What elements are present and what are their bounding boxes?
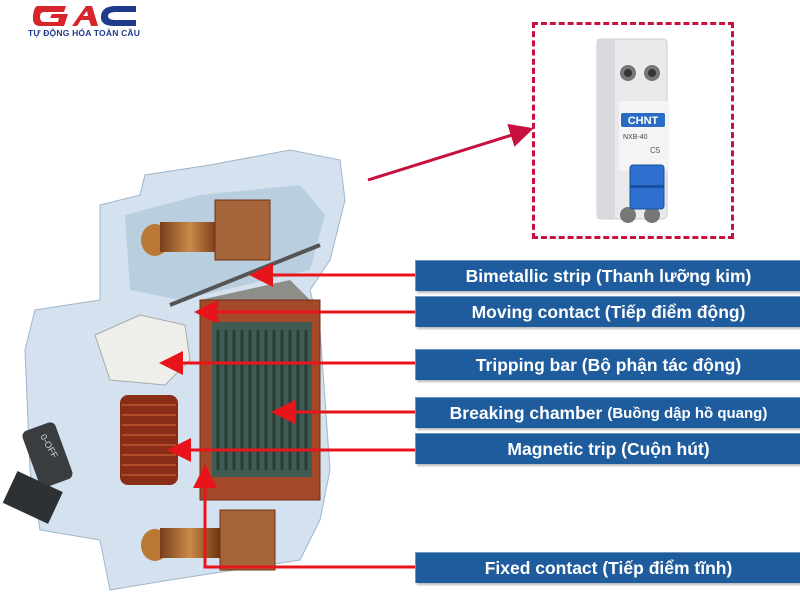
product-model: NXB-40 bbox=[623, 134, 648, 141]
pointer-to-product bbox=[367, 123, 534, 182]
top-terminal-screw bbox=[141, 199, 271, 261]
chnt-breaker-image: CHNT NXB-40 C5 bbox=[596, 38, 669, 223]
label-breaking-chamber-sub: (Buồng dập hồ quang) bbox=[607, 404, 768, 422]
breaker-body: 0-OFF bbox=[2, 149, 346, 591]
toggle-handle: 0-OFF bbox=[2, 422, 73, 524]
label-magnetic-trip: Magnetic trip (Cuộn hút) bbox=[415, 433, 800, 464]
label-breaking-chamber-main: Breaking chamber bbox=[449, 402, 603, 423]
arc-chamber-plates bbox=[216, 330, 308, 470]
bimetallic-strip bbox=[169, 243, 321, 307]
magnetic-coil bbox=[120, 395, 178, 485]
label-breaking-chamber: Breaking chamber (Buồng dập hồ quang) bbox=[415, 397, 800, 428]
gac-logo-icon bbox=[32, 6, 136, 26]
label-fixed-contact: Fixed contact (Tiếp điểm tĩnh) bbox=[415, 552, 800, 583]
bottom-terminal-screw bbox=[141, 509, 276, 571]
arrow-fixed-contact bbox=[193, 464, 415, 569]
product-rating: C5 bbox=[650, 146, 661, 155]
label-bimetallic-strip: Bimetallic strip (Thanh lưỡng kim) bbox=[415, 260, 800, 291]
logo-tagline: TỰ ĐỘNG HÓA TOÀN CẦU bbox=[28, 28, 141, 38]
label-tripping-bar: Tripping bar (Bộ phận tác động) bbox=[415, 349, 800, 380]
label-moving-contact: Moving contact (Tiếp điểm động) bbox=[415, 296, 800, 327]
product-brand: CHNT bbox=[628, 115, 659, 127]
